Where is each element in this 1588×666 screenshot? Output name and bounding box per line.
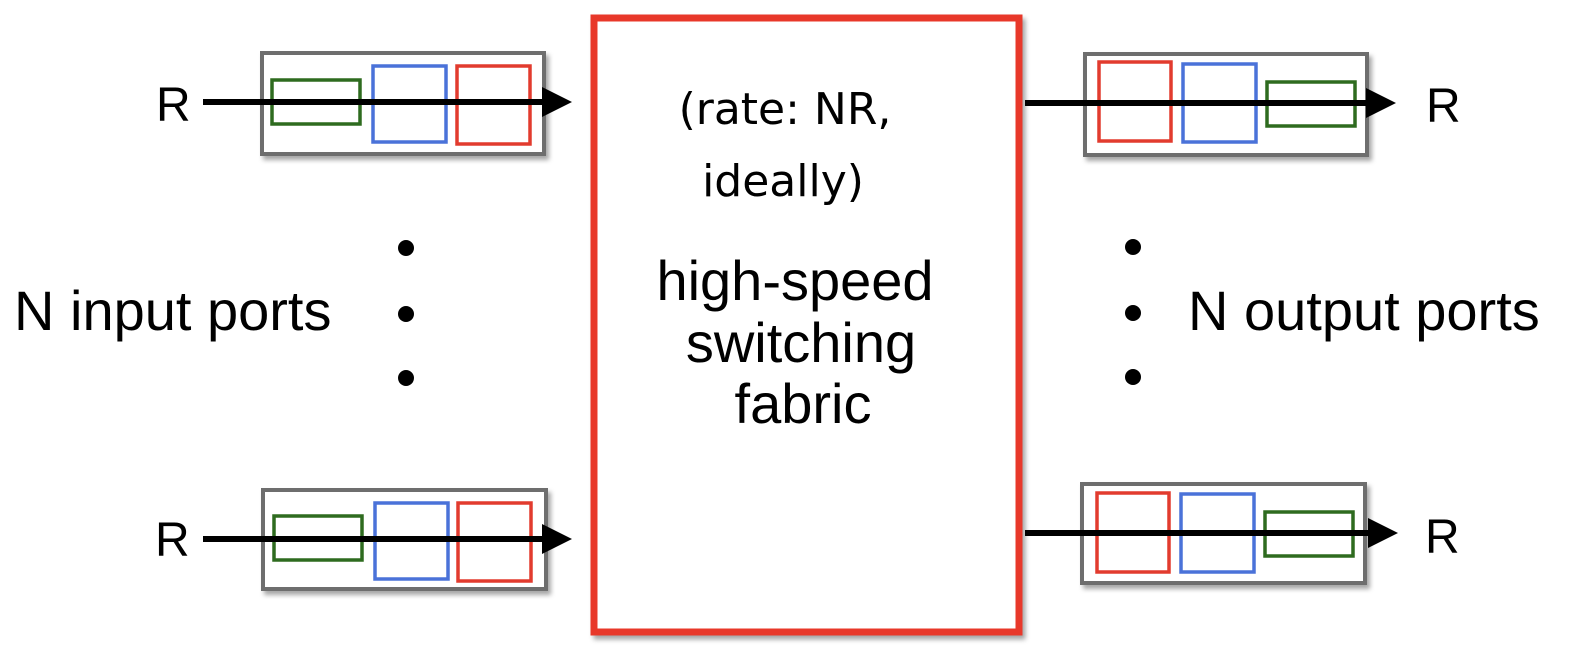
output-port-bottom: R: [1025, 482, 1460, 585]
ellipsis-dot: [398, 306, 414, 322]
line-rate-label: R: [155, 514, 190, 567]
input-port-top: R: [156, 51, 572, 156]
fabric-rate-line2: ideally): [702, 156, 864, 207]
ellipsis-dot: [398, 240, 414, 256]
fabric-name-line3: fabric: [735, 372, 872, 435]
ellipsis-dot: [398, 370, 414, 386]
line-rate-label: R: [1425, 511, 1460, 564]
fabric-name-line1: high-speed: [656, 249, 933, 312]
ellipsis-dot: [1125, 369, 1141, 385]
output-ellipsis: [1125, 239, 1141, 385]
input-ellipsis: [398, 240, 414, 386]
fabric-rate-line1: (rate: NR,: [679, 84, 892, 135]
ellipsis-dot: [1125, 239, 1141, 255]
input-ports-label: N input ports: [14, 279, 332, 342]
ellipsis-dot: [1125, 305, 1141, 321]
fabric-name-line2: switching: [686, 311, 916, 374]
line-rate-label: R: [156, 79, 191, 132]
line-rate-label: R: [1426, 80, 1461, 133]
fabric-box: [590, 14, 1023, 636]
switching-fabric: (rate: NR, ideally) high-speed switching…: [590, 14, 1023, 636]
output-ports-label: N output ports: [1188, 279, 1540, 342]
input-port-bottom: R: [155, 488, 572, 591]
output-port-top: R: [1025, 52, 1461, 157]
